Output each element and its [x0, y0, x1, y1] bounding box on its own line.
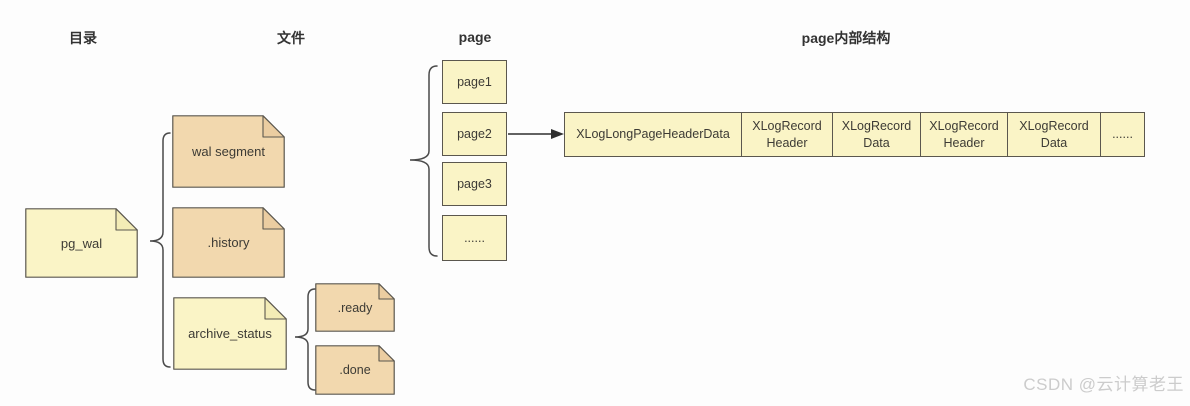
page-box-2: page2 — [442, 112, 507, 156]
folded-corner-icon — [262, 115, 285, 138]
file-label: wal segment — [192, 144, 265, 159]
xlog-cell-record-data-1: XLogRecord Data — [832, 112, 921, 157]
brace-pg-wal-to-files — [149, 132, 171, 368]
xlog-cell-record-header-1: XLogRecord Header — [741, 112, 833, 157]
xlog-cell-record-header-2: XLogRecord Header — [920, 112, 1008, 157]
file-label: archive_status — [188, 326, 272, 341]
xlog-cell-long-page-header: XLogLongPageHeaderData — [564, 112, 742, 157]
file-icon — [315, 283, 395, 332]
file-label: .done — [339, 363, 371, 377]
xlog-cell-record-data-2: XLogRecord Data — [1007, 112, 1101, 157]
page-box-more: ...... — [442, 215, 507, 261]
column-header-files: 文件 — [277, 30, 305, 46]
file-done: .done — [315, 345, 395, 395]
folded-corner-icon — [378, 283, 395, 300]
column-header-page-structure: page内部结构 — [801, 30, 891, 46]
file-pg-wal: pg_wal — [25, 208, 138, 278]
file-label: .history — [207, 235, 250, 250]
brace-archive-status-to-children — [294, 288, 316, 391]
column-header-page: page — [458, 29, 492, 45]
column-header-directory: 目录 — [69, 30, 97, 46]
file-icon — [172, 207, 285, 278]
file-ready: .ready — [315, 283, 395, 332]
file-label: .ready — [337, 300, 373, 315]
brace-pages-group — [409, 65, 438, 257]
file-icon — [25, 208, 138, 278]
file-label: pg_wal — [60, 235, 103, 251]
folded-corner-icon — [262, 207, 285, 230]
file-history: .history — [172, 207, 285, 278]
file-wal-segment: wal segment — [172, 115, 285, 188]
xlog-cell-more: ...... — [1100, 112, 1145, 157]
file-icon — [173, 297, 287, 370]
folded-corner-icon — [264, 297, 287, 320]
file-icon — [315, 345, 395, 395]
watermark: CSDN @云计算老王 — [1023, 375, 1184, 394]
page-box-1: page1 — [442, 60, 507, 104]
folded-corner-icon — [115, 208, 138, 231]
file-icon — [172, 115, 285, 188]
folded-corner-icon — [378, 345, 395, 362]
xlog-structure-row: XLogLongPageHeaderData XLogRecord Header… — [564, 112, 1145, 157]
file-archive-status: archive_status — [173, 297, 287, 370]
page-box-3: page3 — [442, 162, 507, 206]
arrow-head-icon — [551, 129, 564, 139]
